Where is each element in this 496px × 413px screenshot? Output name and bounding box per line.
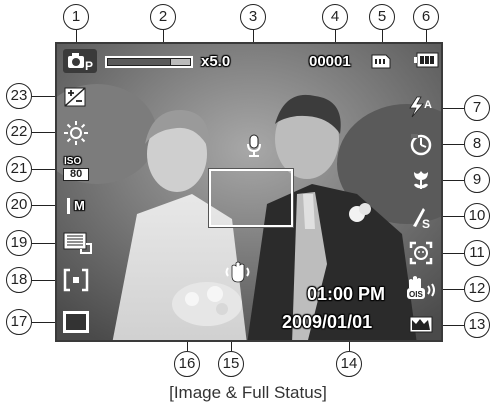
callout-7: 7 xyxy=(464,95,490,121)
flash-auto-icon: A xyxy=(407,96,437,118)
callout-10: 10 xyxy=(464,203,490,229)
leader-17 xyxy=(32,322,58,323)
leader-6 xyxy=(426,30,427,48)
zoom-label: x5.0 xyxy=(201,53,231,70)
leader-4 xyxy=(335,30,336,48)
leader-11 xyxy=(443,253,464,254)
callout-9: 9 xyxy=(464,167,490,193)
callout-8: 8 xyxy=(464,131,490,157)
zoom-bar xyxy=(105,56,193,68)
leader-20 xyxy=(32,205,58,206)
callout-14: 14 xyxy=(336,351,362,377)
leader-19 xyxy=(32,243,58,244)
leader-5 xyxy=(382,30,383,48)
iso-label: ISO xyxy=(64,156,82,167)
leader-21 xyxy=(32,169,58,170)
callout-18: 18 xyxy=(6,267,32,293)
macro-icon xyxy=(409,168,433,192)
camera-shake-icon xyxy=(223,260,251,284)
focus-frame xyxy=(209,169,293,227)
iso-value: 80 xyxy=(70,168,83,180)
iso-icon: ISO 80 xyxy=(63,156,91,183)
callout-16: 16 xyxy=(174,351,200,377)
callout-20: 20 xyxy=(6,192,32,218)
ois-icon: OIS xyxy=(405,276,437,302)
callout-5: 5 xyxy=(369,4,395,30)
leader-2 xyxy=(163,30,164,48)
metering-icon xyxy=(63,268,89,292)
callout-23: 23 xyxy=(6,83,32,109)
leader-8 xyxy=(443,144,464,145)
leader-18 xyxy=(32,280,58,281)
leader-14 xyxy=(349,338,350,351)
callout-2: 2 xyxy=(150,4,176,30)
frame-counter: 00001 xyxy=(309,53,351,70)
microphone-icon xyxy=(246,134,262,158)
leader-13 xyxy=(443,325,464,326)
callout-15: 15 xyxy=(218,351,244,377)
svg-text:A: A xyxy=(424,99,432,111)
leader-1 xyxy=(76,30,77,46)
clock-time: 01:00 PM xyxy=(307,284,386,304)
callout-6: 6 xyxy=(413,4,439,30)
exposure-compensation-icon xyxy=(63,86,87,108)
white-balance-icon xyxy=(63,120,89,146)
self-timer-icon xyxy=(409,132,433,156)
callout-22: 22 xyxy=(6,119,32,145)
callout-13: 13 xyxy=(464,312,490,338)
leader-12 xyxy=(443,289,464,290)
image-size-label: M xyxy=(74,198,85,213)
callout-19: 19 xyxy=(6,230,32,256)
sharpness-icon: S xyxy=(409,204,433,231)
callout-12: 12 xyxy=(464,276,490,302)
memory-card-icon xyxy=(371,53,391,69)
leader-22 xyxy=(32,132,58,133)
callout-1: 1 xyxy=(63,4,89,30)
figure-caption: [Image & Full Status] xyxy=(169,383,327,402)
photo-style-icon xyxy=(63,311,89,333)
callout-17: 17 xyxy=(6,309,32,335)
lcd-screen: P x5.0 00001 xyxy=(55,42,443,342)
leader-9 xyxy=(443,180,464,181)
callout-4: 4 xyxy=(322,4,348,30)
callout-11: 11 xyxy=(464,240,490,266)
recording-mode-icon: P xyxy=(63,49,97,73)
iso-value-box: 80 xyxy=(63,168,89,181)
svg-text:OIS: OIS xyxy=(409,290,423,299)
face-detection-icon xyxy=(409,241,433,265)
battery-icon xyxy=(413,52,439,68)
leader-10 xyxy=(443,216,464,217)
quality-icon xyxy=(63,232,93,254)
leader-7 xyxy=(443,108,464,109)
image-quality-icon xyxy=(409,314,433,334)
svg-text:P: P xyxy=(85,59,93,73)
callout-3: 3 xyxy=(240,4,266,30)
image-size-icon: M xyxy=(65,196,91,216)
clock-date: 2009/01/01 xyxy=(282,312,373,332)
svg-text:S: S xyxy=(422,217,430,230)
callout-21: 21 xyxy=(6,156,32,182)
leader-23 xyxy=(32,96,58,97)
